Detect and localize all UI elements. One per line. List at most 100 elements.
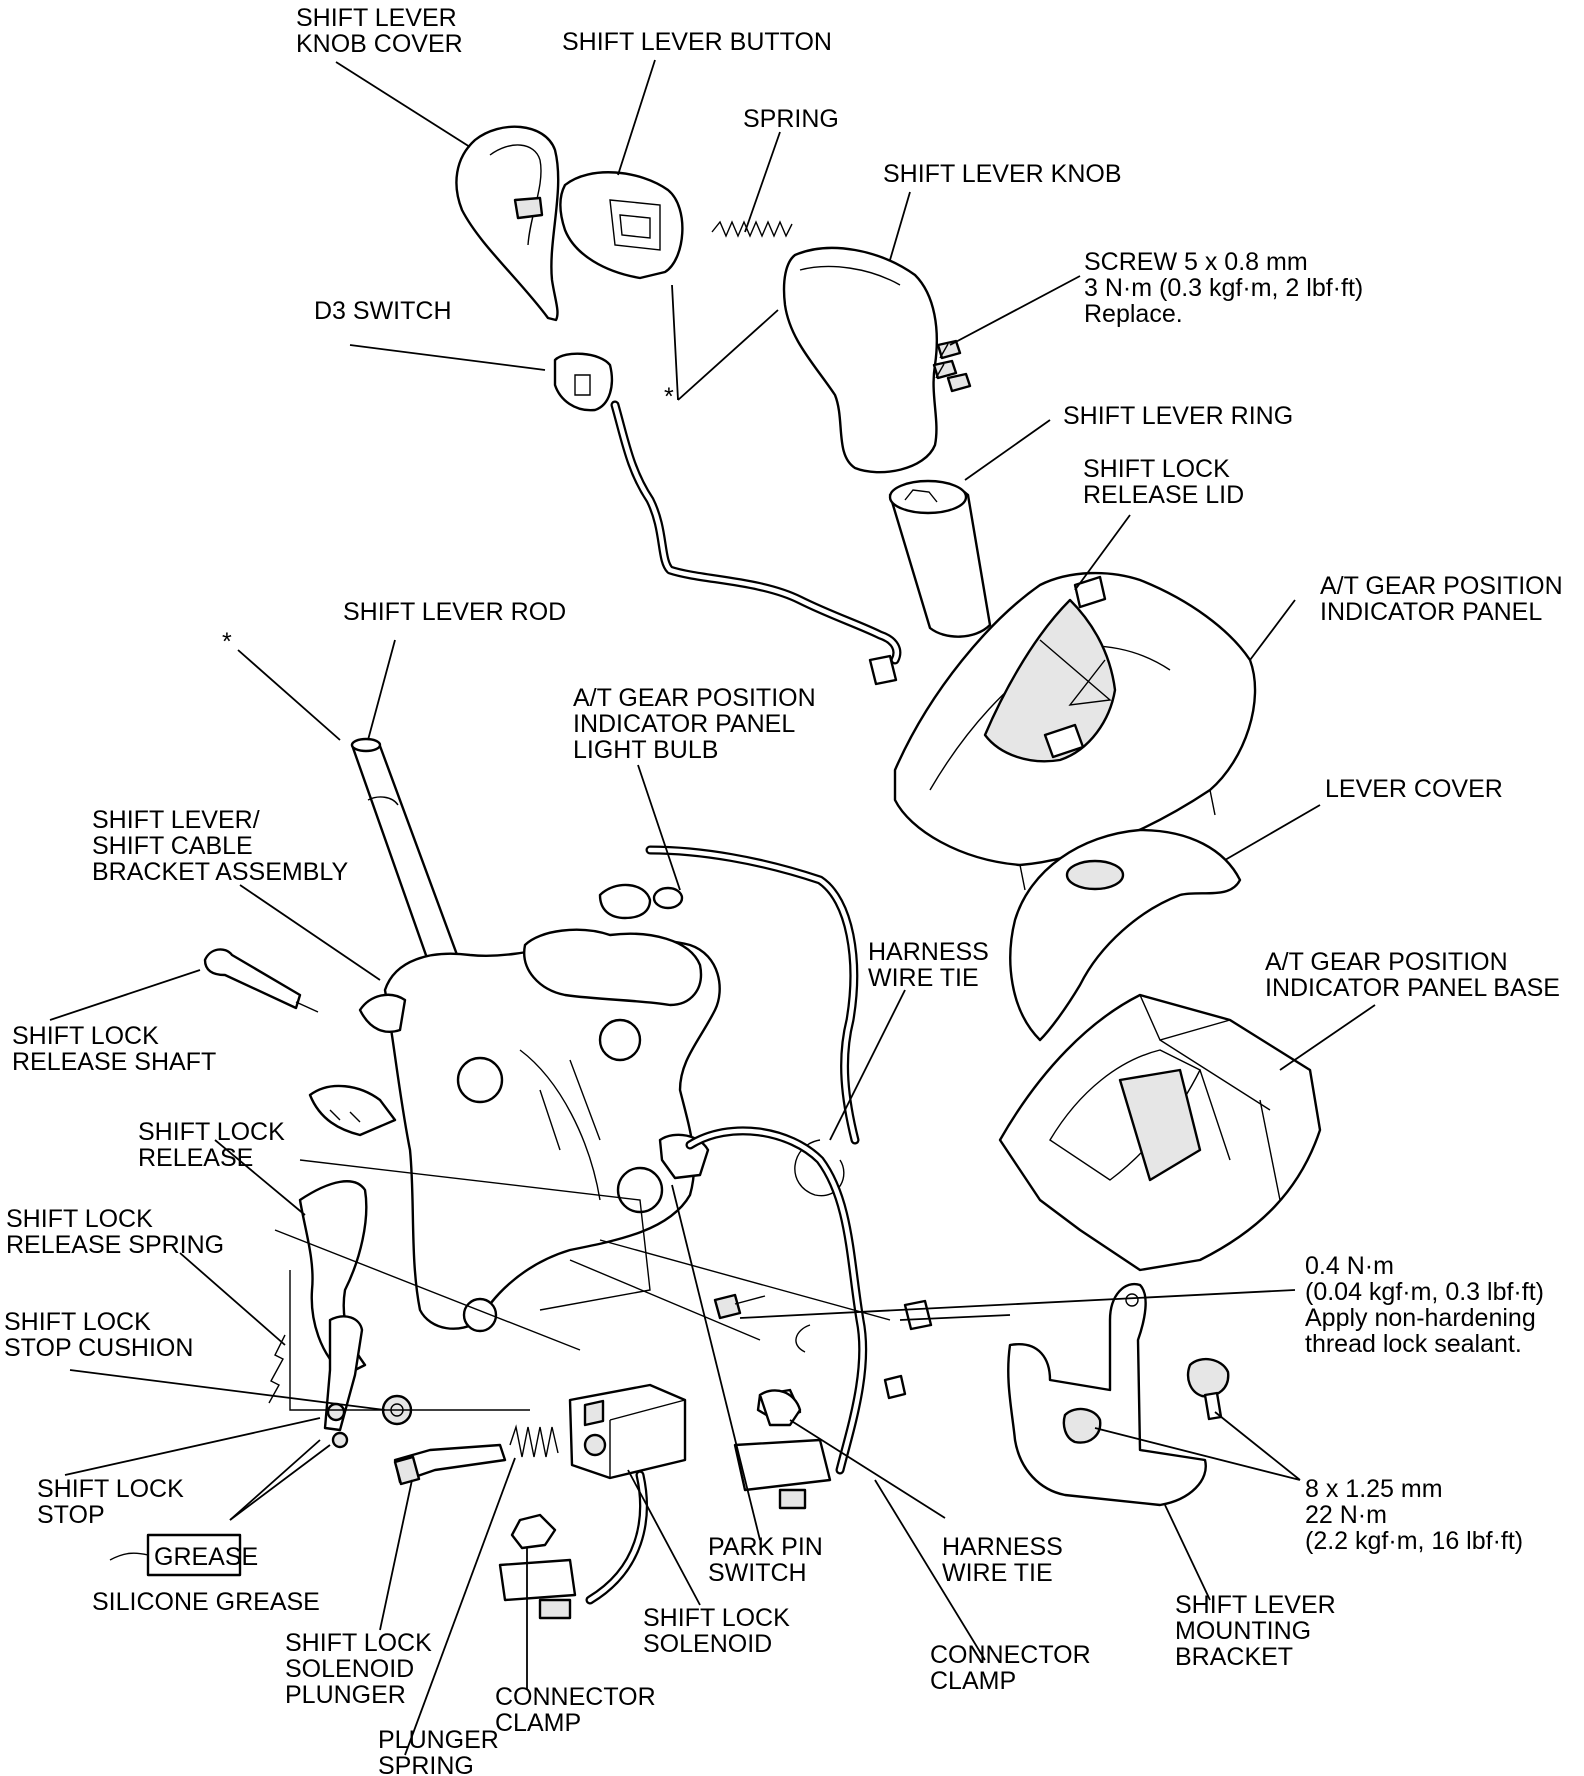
grease-tube-part: GREASE	[109, 1533, 258, 1577]
label-line: RELEASE SPRING	[6, 1231, 224, 1259]
label-line: HARNESS	[942, 1533, 1063, 1561]
label-lever-button: SHIFT LEVER BUTTON	[562, 28, 832, 56]
label-line: *	[664, 383, 674, 411]
label-line: *	[222, 628, 232, 656]
label-line: SOLENOID	[285, 1655, 414, 1683]
label-line: KNOB COVER	[296, 30, 463, 58]
release-spring-part	[268, 1334, 286, 1404]
label-line: A/T GEAR POSITION	[1265, 948, 1508, 976]
label-line: LIGHT BULB	[573, 736, 718, 764]
lever-button-part	[559, 171, 684, 280]
lever-ring-part	[888, 479, 992, 638]
label-silicone-grease: SILICONE GREASE	[92, 1588, 320, 1616]
label-line: SHIFT CABLE	[92, 832, 253, 860]
label-line: RELEASE SHAFT	[12, 1048, 216, 1076]
label-line: SHIFT LOCK	[4, 1308, 151, 1336]
label-line: CONNECTOR	[495, 1683, 656, 1711]
solenoid-plunger-part	[393, 1443, 507, 1486]
harness-tie-lower-part	[758, 1324, 811, 1427]
plunger-spring-part	[509, 1424, 559, 1458]
label-line: SHIFT LOCK	[643, 1604, 790, 1632]
label-line: SHIFT LOCK	[1083, 455, 1230, 483]
solenoid-part	[568, 1383, 687, 1605]
label-line: SCREW 5 x 0.8 mm	[1084, 248, 1308, 276]
label-line: SHIFT LEVER	[296, 4, 457, 32]
label-asterisk-rod: *	[222, 628, 232, 656]
leader-lines	[49, 59, 1376, 1756]
label-d3-switch: D3 SWITCH	[314, 297, 452, 325]
lock-stop-part	[323, 1315, 364, 1449]
label-line: PARK PIN	[708, 1533, 823, 1561]
label-spring: SPRING	[743, 105, 839, 133]
label-line: SHIFT LEVER ROD	[343, 598, 566, 626]
label-torque-small: 0.4 N·m(0.04 kgf·m, 0.3 lbf·ft)Apply non…	[1305, 1252, 1544, 1358]
label-line: SHIFT LOCK	[6, 1205, 153, 1233]
spring-part	[711, 220, 793, 238]
label-line: BRACKET ASSEMBLY	[92, 858, 348, 886]
label-line: SHIFT LEVER RING	[1063, 402, 1293, 430]
label-line: SHIFT LOCK	[138, 1118, 285, 1146]
label-line: STOP CUSHION	[4, 1334, 193, 1362]
label-line: SHIFT LEVER/	[92, 806, 260, 834]
bolt-part	[1186, 1357, 1230, 1421]
label-line: CONNECTOR	[930, 1641, 1091, 1669]
label-line: SPRING	[378, 1752, 474, 1776]
label-line: SHIFT LOCK	[12, 1022, 159, 1050]
phantom-lines	[274, 1159, 891, 1411]
knob-cover-part	[455, 125, 560, 322]
label-line: SHIFT LEVER	[1175, 1591, 1336, 1619]
lever-assembly-part	[308, 928, 721, 1333]
label-line: Apply non-hardening	[1305, 1304, 1536, 1332]
label-line: PLUNGER	[378, 1726, 499, 1754]
label-line: SILICONE GREASE	[92, 1588, 320, 1616]
mounting-bracket-part	[1007, 1282, 1207, 1507]
label-line: WIRE TIE	[942, 1559, 1053, 1587]
label-line: (0.04 kgf·m, 0.3 lbf·ft)	[1305, 1278, 1544, 1306]
label-asterisk-top: *	[664, 383, 674, 411]
panel-base-part	[998, 993, 1322, 1272]
label-line: WIRE TIE	[868, 964, 979, 992]
label-line: D3 SWITCH	[314, 297, 452, 325]
label-line: HARNESS	[868, 938, 989, 966]
label-line: SHIFT LEVER KNOB	[883, 160, 1122, 188]
label-line: 8 x 1.25 mm	[1305, 1475, 1443, 1503]
label-line: thread lock sealant.	[1305, 1330, 1522, 1358]
label-line: RELEASE	[138, 1144, 253, 1172]
small-bolt-part	[713, 1293, 766, 1320]
label-line: A/T GEAR POSITION	[573, 684, 816, 712]
label-lever-ring: SHIFT LEVER RING	[1063, 402, 1293, 430]
label-line: SOLENOID	[643, 1630, 772, 1658]
label-line: LEVER COVER	[1325, 775, 1503, 803]
label-lever-cover: LEVER COVER	[1325, 775, 1503, 803]
label-line: STOP	[37, 1501, 105, 1529]
d3-switch-part	[553, 352, 902, 686]
label-line: SHIFT LEVER BUTTON	[562, 28, 832, 56]
label-line: INDICATOR PANEL	[1320, 598, 1542, 626]
label-line: PLUNGER	[285, 1681, 406, 1709]
label-lever-knob: SHIFT LEVER KNOB	[883, 160, 1122, 188]
label-line: RELEASE LID	[1083, 481, 1244, 509]
label-line: INDICATOR PANEL BASE	[1265, 974, 1560, 1002]
screw-part	[932, 339, 972, 393]
label-line: SHIFT LOCK	[285, 1629, 432, 1657]
